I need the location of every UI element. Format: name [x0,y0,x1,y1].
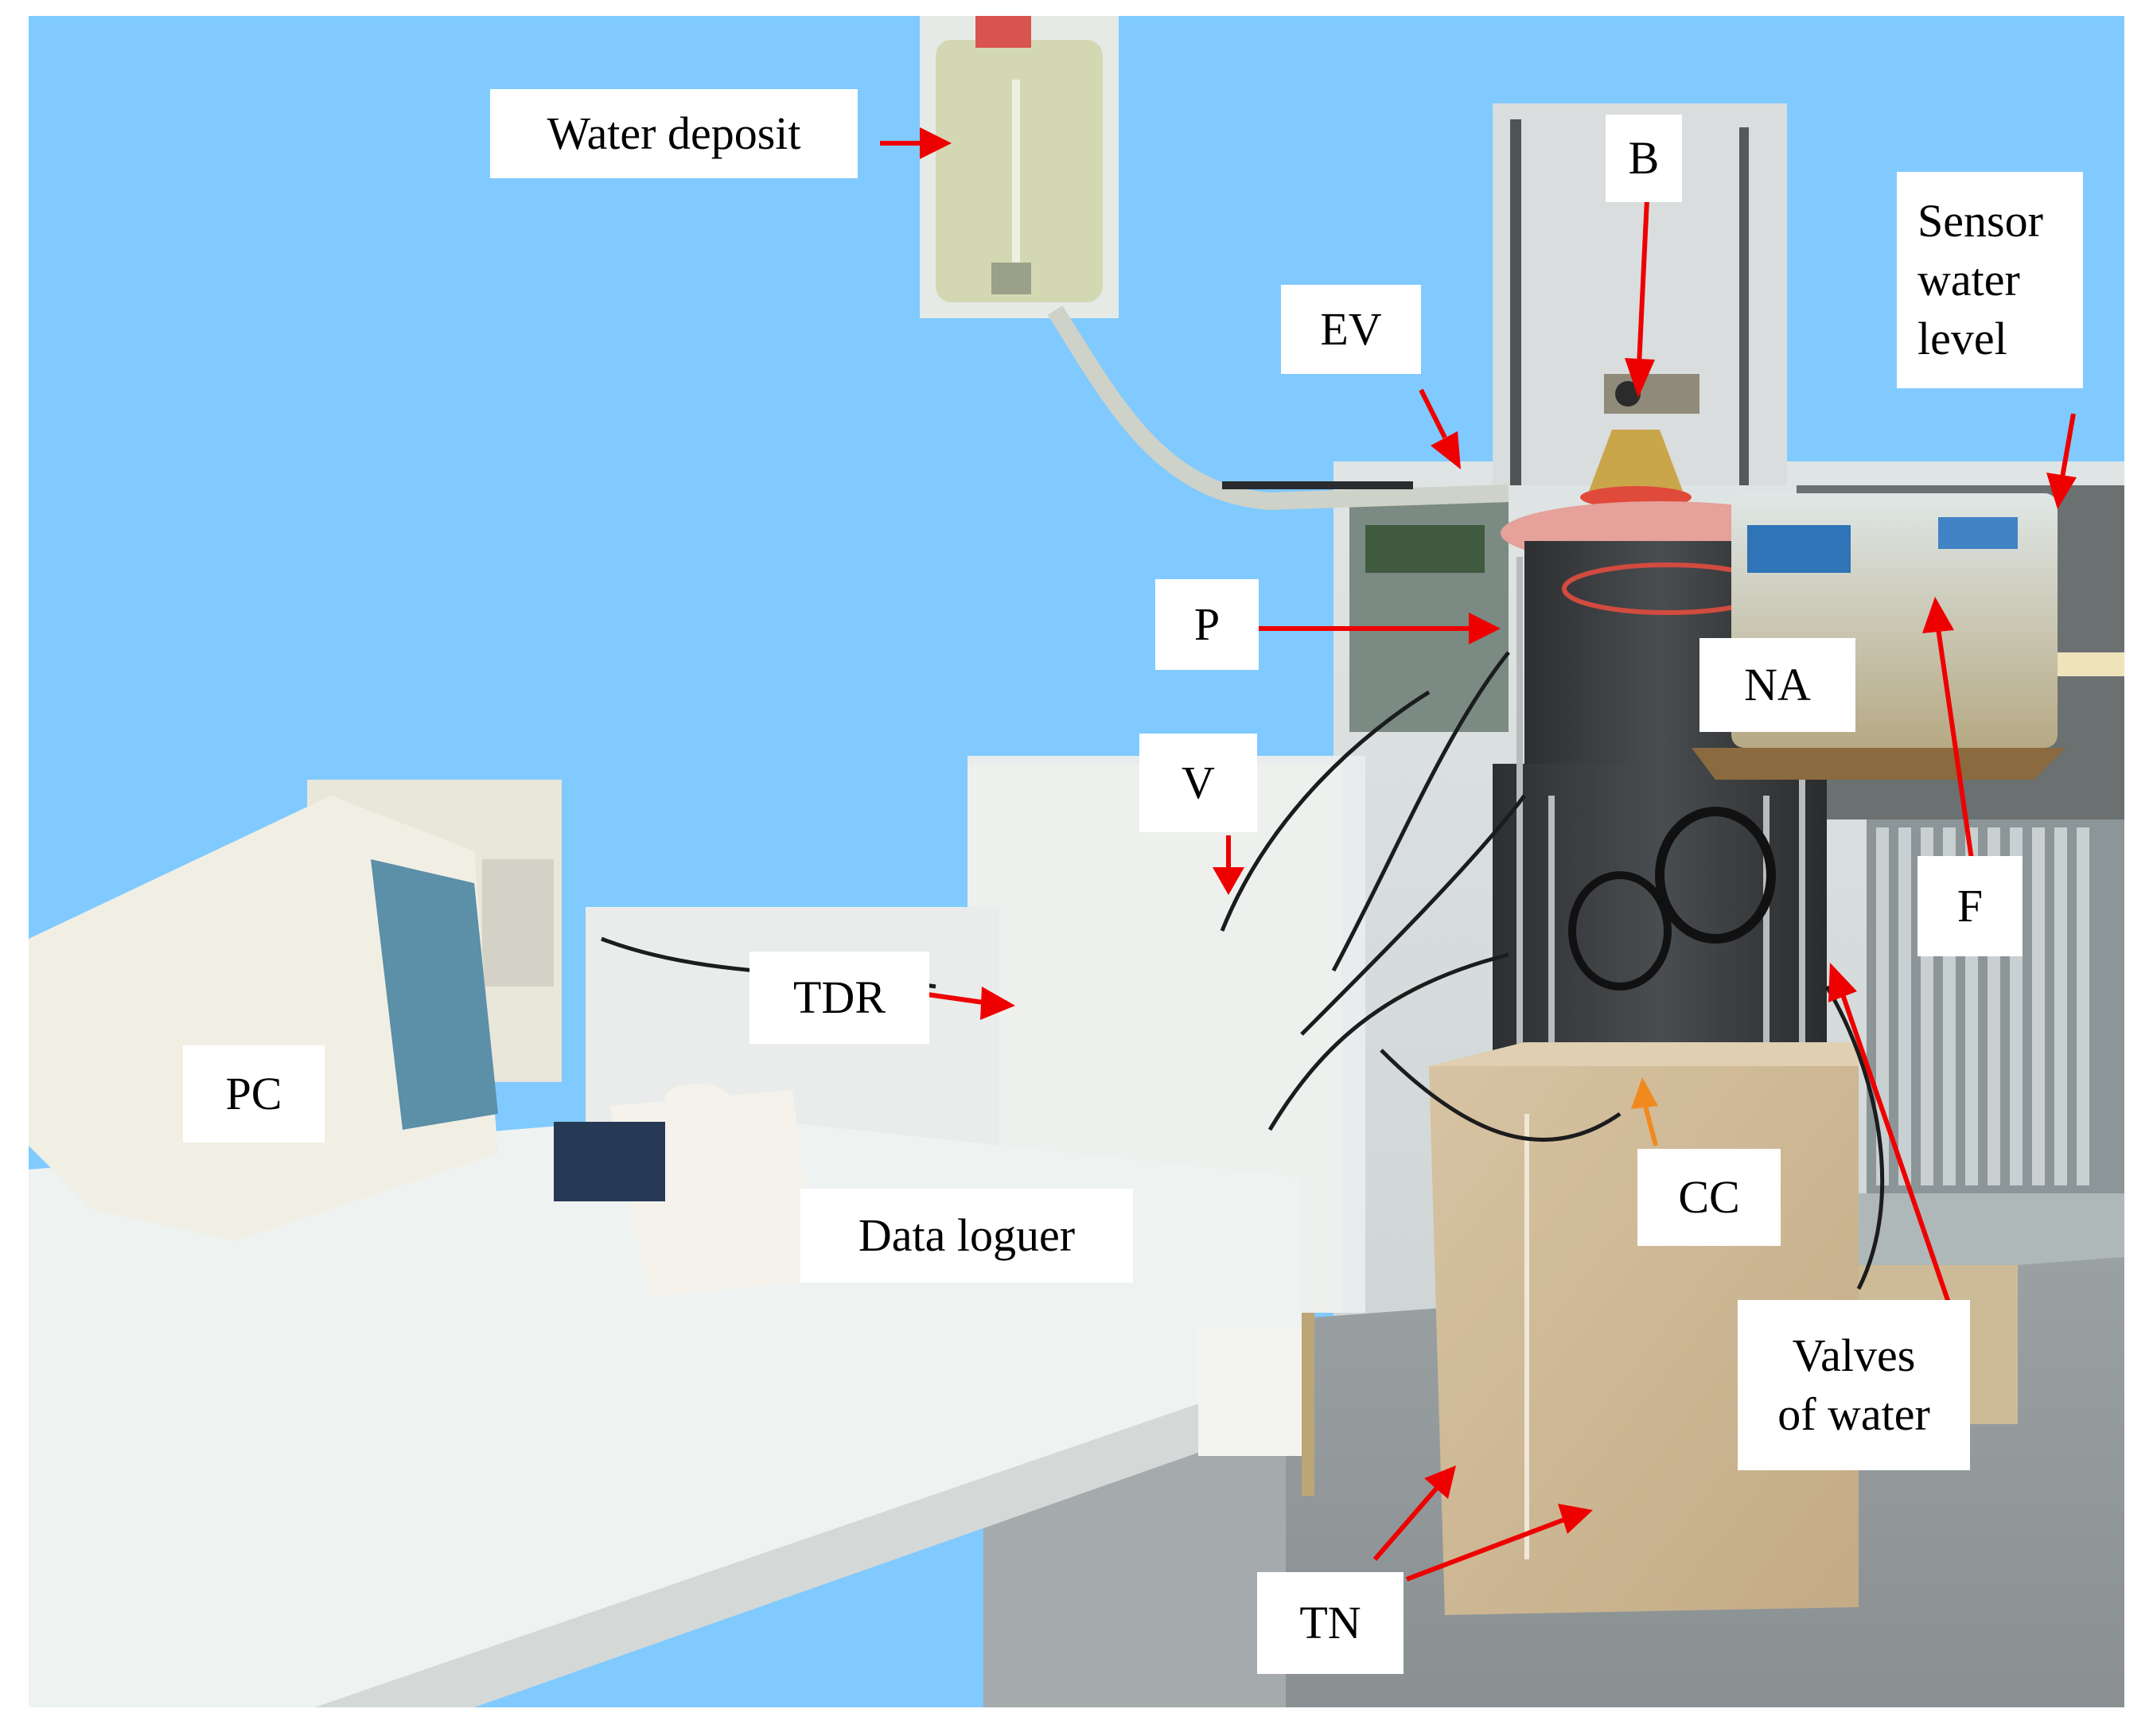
water-tank [1692,493,2065,780]
label-cc: CC [1637,1149,1781,1246]
photo-frame: Water deposit B EV Sensor water level P … [29,16,2124,1707]
label-sensor-water-level: Sensor water level [1897,172,2083,388]
label-na: NA [1699,638,1855,732]
label-tn: TN [1257,1572,1404,1674]
lab-photo [29,16,2124,1707]
label-water-deposit: Water deposit [490,89,858,178]
label-ev: EV [1281,285,1421,374]
label-b: B [1606,115,1682,202]
label-valves-of-water: Valves of water [1738,1300,1970,1470]
cc-arrow [1631,1077,1658,1146]
computer [29,780,816,1297]
label-tdr: TDR [749,952,929,1044]
annotation-arrows [880,127,2077,1582]
water-deposit-bottle [920,16,1119,318]
lamp [1580,374,1699,508]
label-p: P [1155,579,1259,670]
label-pc: PC [183,1045,325,1142]
label-v: V [1139,734,1257,832]
label-f: F [1917,856,2023,956]
label-data-loguer: Data loguer [800,1189,1133,1283]
